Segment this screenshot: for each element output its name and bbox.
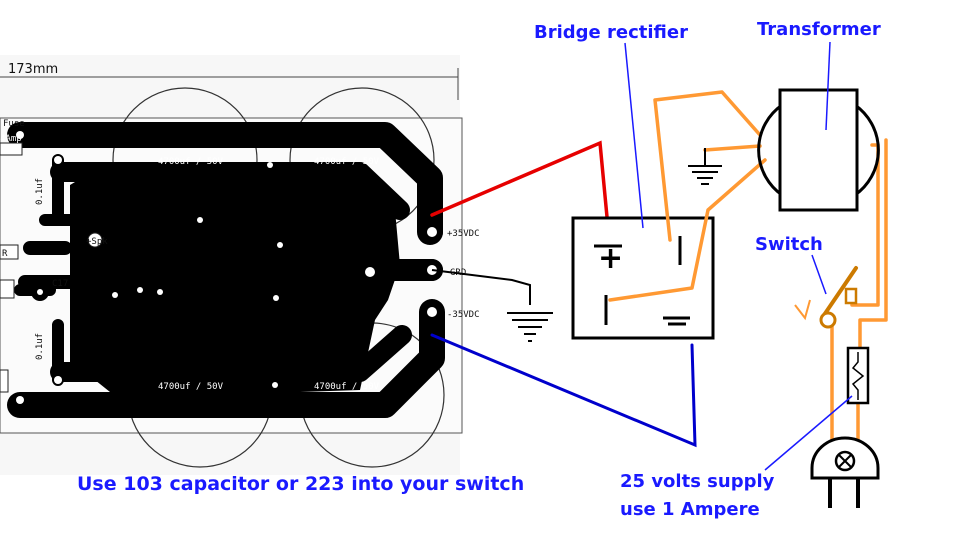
cap-label-top-left: 4700uf / 50V [158,157,224,167]
bridge-rectifier: + [571,216,715,340]
switch-pivot [819,311,837,329]
hole [197,217,203,223]
hole [157,289,163,295]
switch-contact [844,287,858,305]
pcb-layout: 173mm [0,55,480,475]
spk-terminal [87,232,103,248]
hole [273,295,279,301]
cap-label-top-right: 4700uf / 50V [314,157,380,167]
cap-label-bottom-left: 4700uf / 50V [158,382,224,392]
pcb-trace-left-c [18,241,77,289]
transformer-core [778,88,859,212]
pad-positive-hole [427,227,437,237]
transformer-left-bell [757,103,783,197]
wire-negative-blue [430,333,697,448]
fuse-label: Fuse [3,119,25,129]
pcb-trace-bottom-inner [50,325,412,382]
fuse-component [0,142,23,156]
pcb-ground-plane [70,170,400,392]
label-supply-line2: use 1 Ampere [620,499,760,520]
hole [267,162,273,168]
wire-mains-orange-1 [858,138,888,350]
wire-ac-orange-1 [653,90,762,242]
hole [277,242,283,248]
hole [54,156,62,164]
hole [137,287,143,293]
pointer-switch [811,254,827,295]
pcb-dimension-line: 173mm [0,62,459,100]
small-cap-label-bottom: 0.1uf [35,333,45,360]
wire-positive-red [430,140,611,240]
mains-plug [810,436,880,508]
fuse-body [846,346,870,405]
switch-arrow-mark [794,299,811,321]
neg-rail-label: -35VDC [447,310,480,320]
small-component [0,369,9,393]
hole [365,267,375,277]
power-switch [794,266,858,329]
label-bridge-rectifier: Bridge rectifier [534,22,688,43]
wire-ac-orange-2 [608,158,767,302]
switch-lever [820,266,858,320]
resistor-component [0,279,15,299]
wire-ct-orange [703,144,762,152]
pcb-trace-top-inner [50,162,410,220]
rectifier-body [571,216,715,340]
fuse-element [851,352,865,400]
hole [112,292,118,298]
resistor-component [0,244,19,260]
resistor-label: R [2,249,8,259]
pcb-trace-top [7,122,443,245]
hole [16,396,24,404]
spk-label: +Spk [86,237,108,247]
fuse-rating: 4Amp [0,134,22,144]
ground-symbol-pcb [431,269,553,342]
mains-fuse [846,346,870,405]
label-transformer: Transformer [757,19,881,40]
small-cap-label-top: 0.1uf [35,178,45,205]
transformer-right-bell [854,103,880,197]
pos-rail-label: +35VDC [447,229,480,239]
hole [272,382,278,388]
transformer [757,88,880,212]
label-switch: Switch [755,234,823,255]
ground-symbol-transformer [688,148,722,185]
pcb-dimension-text: 173mm [8,62,58,77]
pcb-trace-left-a [39,154,91,226]
label-capacitor-note: Use 103 capacitor or 223 into your switc… [77,473,524,495]
hole [16,131,24,139]
c17-label: C17 [52,279,68,289]
label-supply-line1: 25 volts supply [620,471,775,492]
pointer-transformer [825,41,831,131]
pointer-fuse [764,395,853,471]
hole [54,376,62,384]
pad-negative-hole [427,307,437,317]
pointer-bridge-rectifier [624,42,644,229]
c17-pad-hole [37,289,43,295]
cap-label-bottom-right: 4700uf / 50V [314,382,380,392]
